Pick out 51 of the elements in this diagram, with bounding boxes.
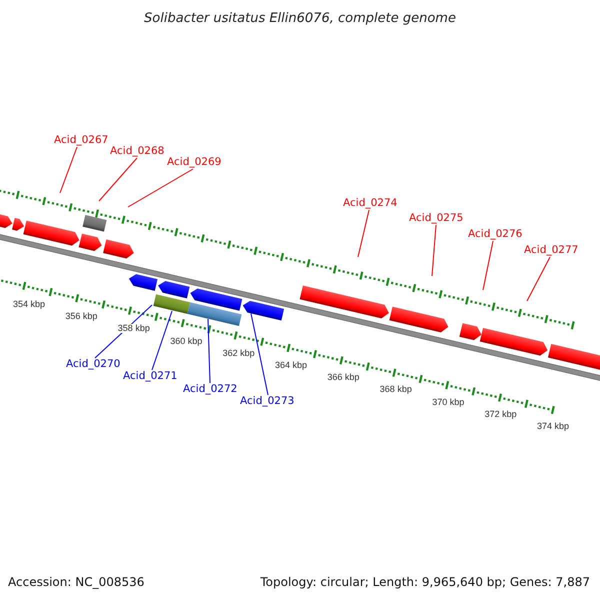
- leader-line: [152, 310, 172, 370]
- gene-label: Acid_0272: [183, 384, 238, 394]
- leader-line: [432, 224, 436, 276]
- leader-line: [60, 146, 78, 194]
- gene-block: [187, 302, 242, 326]
- gene-feature: [190, 288, 242, 311]
- gene-feature: [459, 323, 482, 340]
- scale-label: 356 kbp: [64, 312, 98, 322]
- leader-line: [526, 256, 550, 302]
- gene-label: Acid_0269: [167, 156, 222, 167]
- gene-feature: [103, 239, 134, 258]
- gene-feature: [23, 220, 80, 246]
- scale-label: 354 kbp: [12, 300, 46, 309]
- gene-feature: [158, 280, 190, 298]
- gene-label: Acid_0271: [123, 370, 178, 381]
- title: Solibacter usitatus Ellin6076, complete genome: [143, 12, 457, 25]
- leader-line: [208, 318, 210, 384]
- gene-label: Acid_0267: [54, 134, 108, 145]
- gene-feature: [389, 306, 448, 332]
- gene-label: Acid_0277: [524, 244, 578, 255]
- gene-feature: [242, 300, 284, 321]
- gene-feature: [78, 234, 102, 251]
- scale-label: 372 kbp: [484, 410, 518, 419]
- scale-label: 366 kbp: [326, 373, 360, 382]
- gene-feature: [300, 286, 389, 318]
- gene-label: Acid_0270: [66, 358, 120, 369]
- gene-feature: [12, 218, 24, 231]
- gene-feature: [480, 328, 548, 356]
- gene-block: [82, 214, 107, 232]
- leader-line: [358, 210, 370, 258]
- scale-label: 370 kbp: [431, 398, 466, 407]
- scale-label: 368 kbp: [378, 385, 413, 394]
- footer-text: Accession: NC_008536: [8, 576, 144, 588]
- gene-label: Acid_0268: [110, 146, 164, 156]
- gene-label: Acid_0275: [409, 212, 464, 223]
- leader-line: [482, 240, 494, 290]
- gene-block: [153, 294, 190, 314]
- scale-label: 364 kbp: [274, 361, 308, 370]
- leader-line: [94, 304, 152, 358]
- leader-line: [128, 168, 194, 208]
- scale-label: 360 kbp: [169, 336, 204, 346]
- gene-label: Acid_0274: [343, 198, 398, 208]
- gene-label: Acid_0273: [240, 396, 294, 406]
- gene-feature: [0, 214, 12, 228]
- scale-label: 374 kbp: [536, 422, 570, 431]
- gene-label: Acid_0276: [468, 228, 522, 239]
- scale-label: 358 kbp: [116, 324, 151, 334]
- leader-line: [98, 158, 138, 202]
- scale-label: 362 kbp: [222, 348, 256, 358]
- gene-feature: [128, 274, 158, 291]
- footer-text: Topology: circular; Length: 9,965,640 bp; Genes: 7,887: [260, 576, 590, 588]
